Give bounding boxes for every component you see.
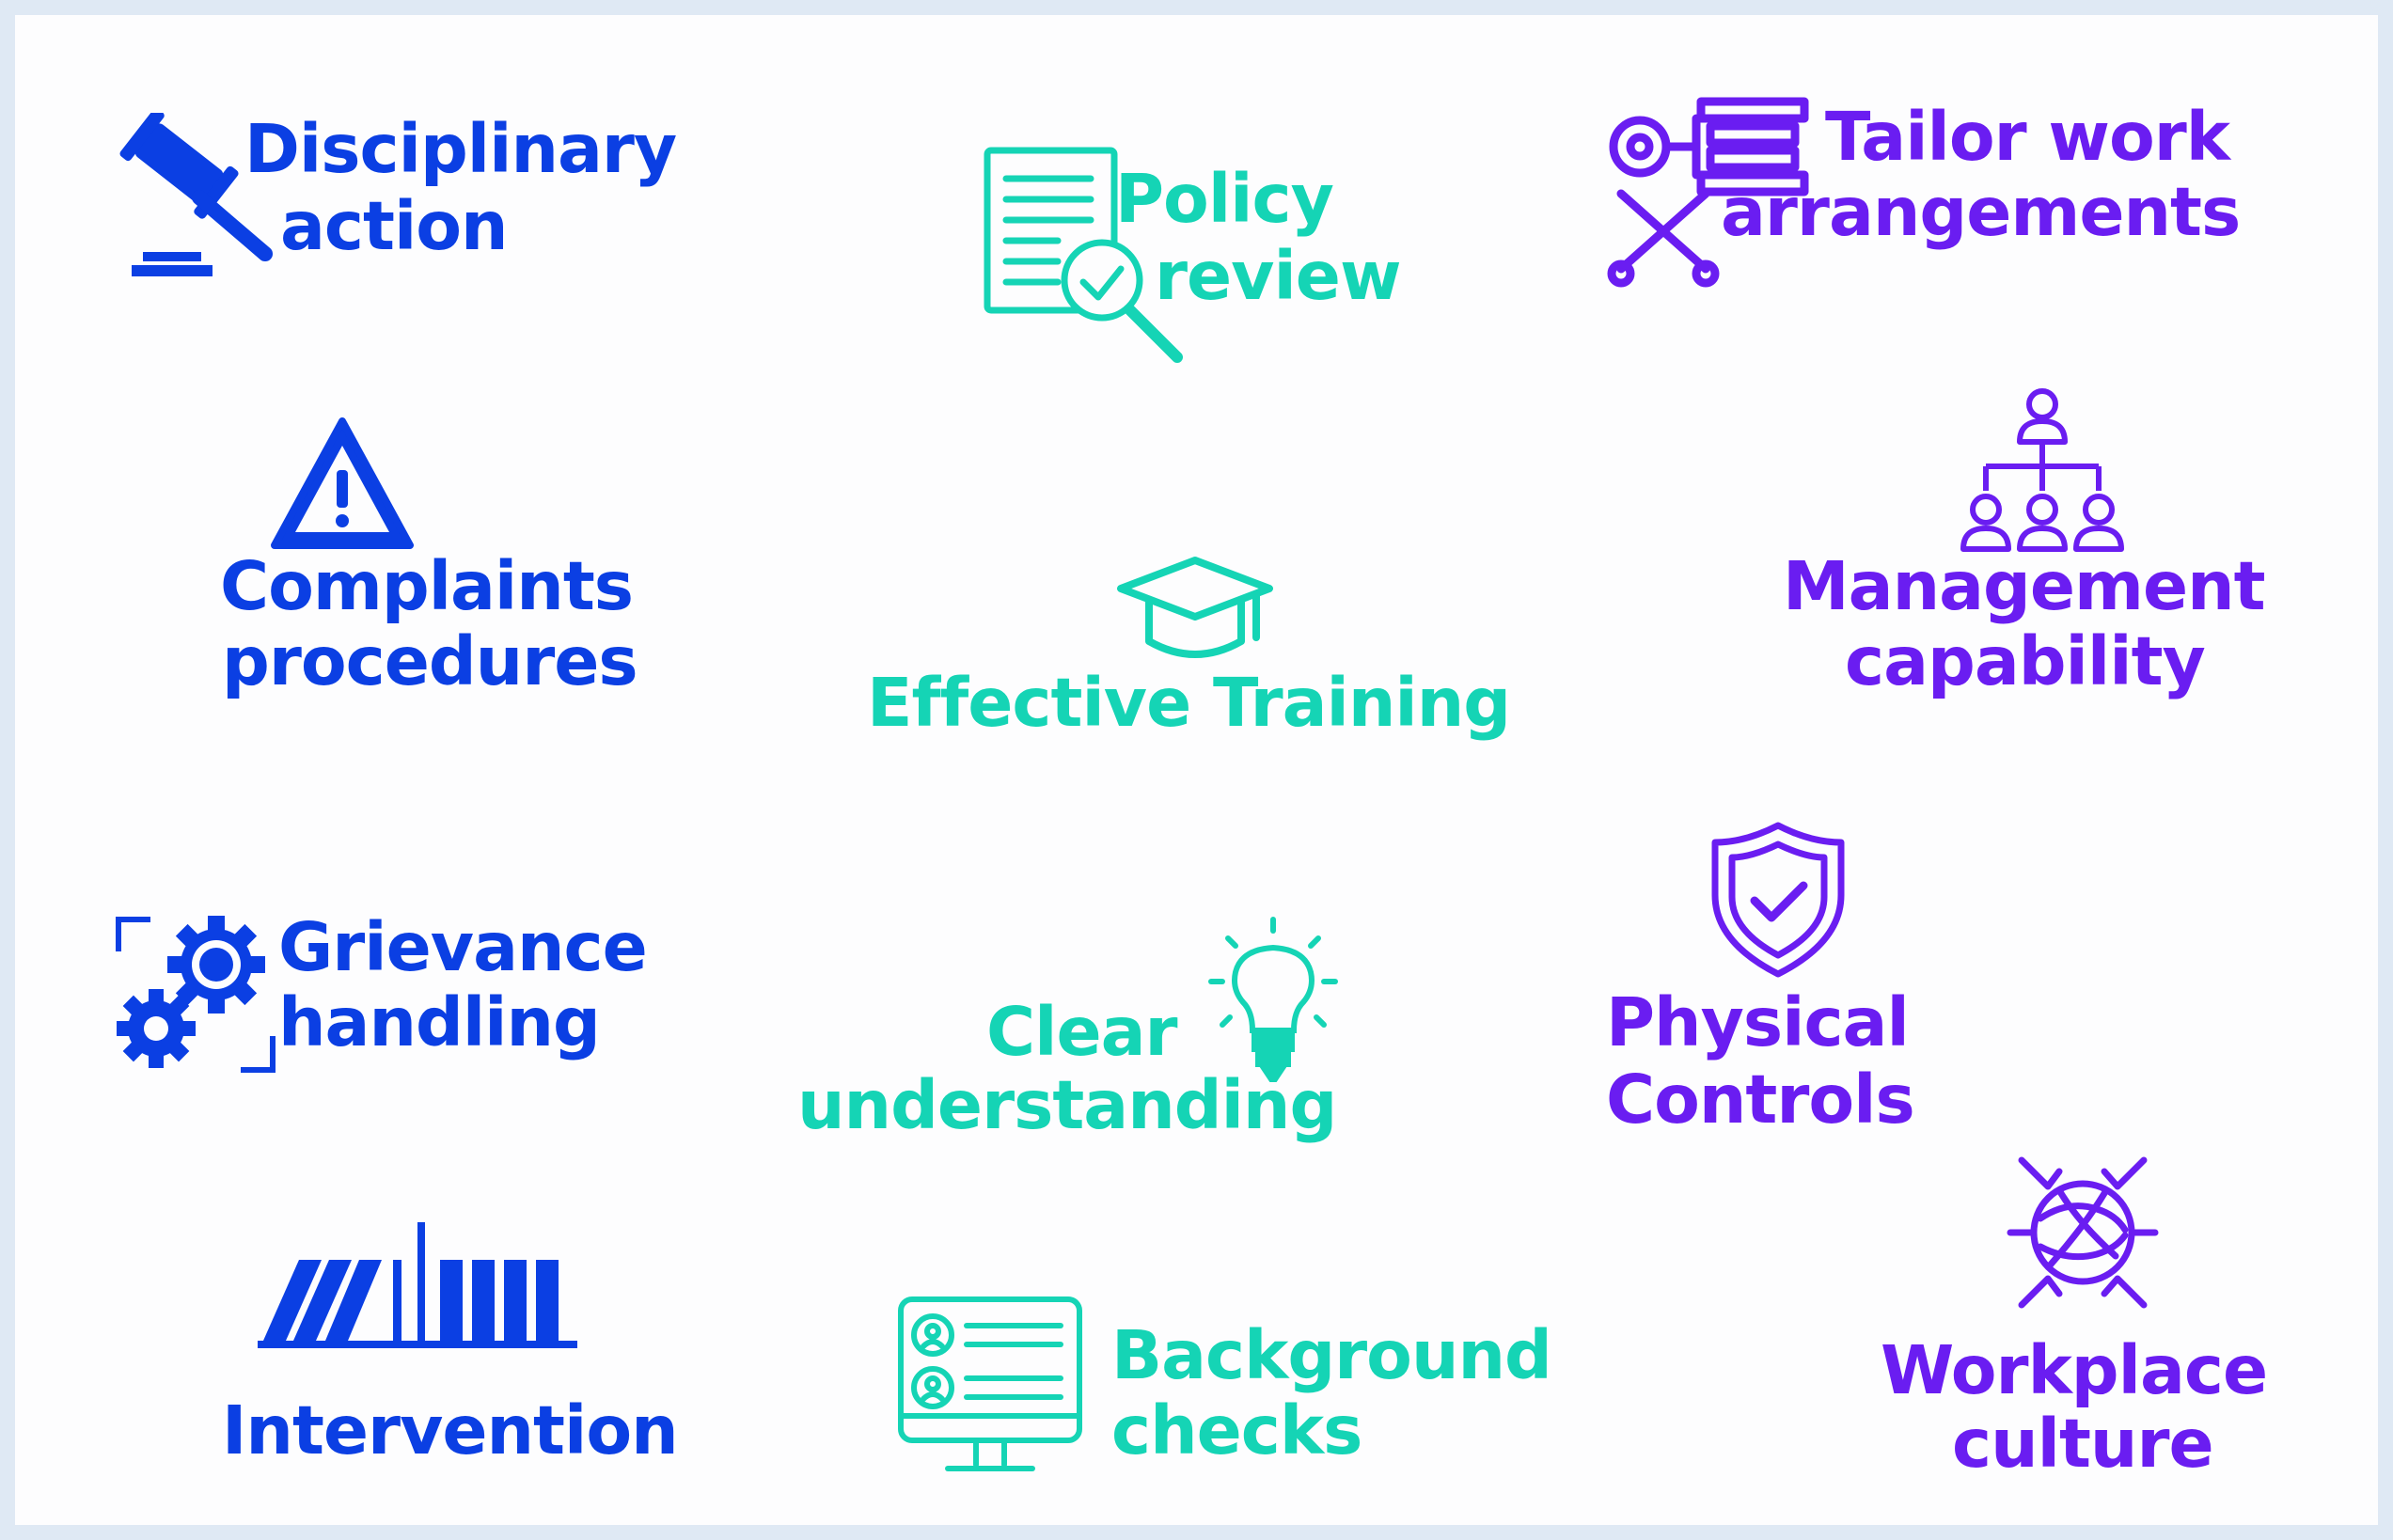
item-label-line2: culture <box>1952 1405 2214 1483</box>
tools-icon <box>1607 97 1809 288</box>
item-label-line1: Management <box>1783 547 2266 625</box>
graduation-cap-icon <box>1117 557 1273 658</box>
item-label-line2: action <box>280 187 509 265</box>
item-label-line1: Effective Training <box>867 664 1511 742</box>
warning-triangle-icon <box>271 417 414 549</box>
item-label-line1: Intervention <box>222 1391 679 1469</box>
profile-monitor-icon <box>898 1296 1082 1471</box>
lightbulb-icon <box>1208 917 1338 1082</box>
item-label-line1: Physical <box>1606 983 1910 1061</box>
item-label-line1: Grievance <box>278 908 648 986</box>
item-label-line2: capability <box>1845 622 2206 700</box>
item-label-line2: procedures <box>222 622 638 700</box>
item-label-line2: Controls <box>1606 1061 1915 1139</box>
gears-icon <box>116 916 276 1073</box>
item-label-line1: Tailor work <box>1825 98 2230 176</box>
shield-check-icon <box>1711 822 1845 978</box>
item-label-line1: Clear <box>986 993 1178 1071</box>
item-label-line1: Disciplinary <box>244 110 677 188</box>
item-label-line1: Complaints <box>220 547 634 625</box>
item-label-line2: understanding <box>797 1066 1337 1144</box>
item-label-line2: checks <box>1111 1391 1362 1469</box>
item-label-line2: review <box>1155 237 1402 315</box>
gavel-icon <box>119 113 273 276</box>
item-label-line2: arrangements <box>1721 173 2241 251</box>
falling-dominoes-icon <box>258 1222 577 1348</box>
item-label-line1: Policy <box>1115 160 1334 238</box>
item-label-line1: Workplace <box>1881 1331 2268 1409</box>
stacked-hands-icon <box>2007 1156 2159 1309</box>
item-label-line2: handling <box>278 983 601 1061</box>
diagram-panel: Disciplinary action Policy review <box>15 15 2378 1525</box>
org-chart-icon <box>1960 388 2124 552</box>
document-magnifier-icon <box>984 147 1183 363</box>
item-label-line1: Background <box>1111 1316 1552 1394</box>
